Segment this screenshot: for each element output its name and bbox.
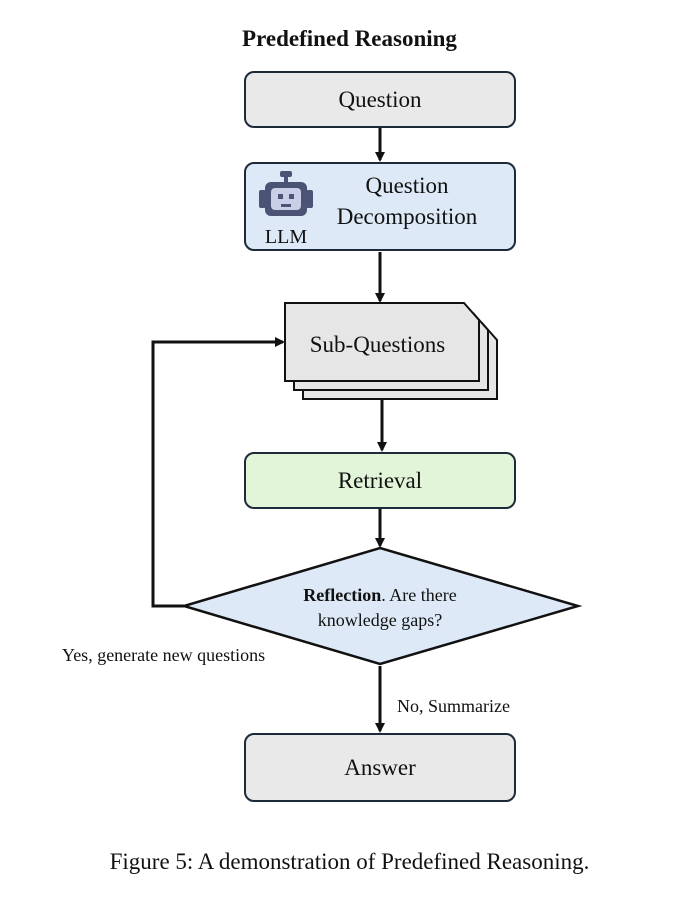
llm-badge: LLM xyxy=(253,168,319,250)
subquestions-sheet-front xyxy=(284,302,480,382)
decomposition-label-line1: Question xyxy=(365,173,449,198)
decomposition-label-line2: Decomposition xyxy=(336,204,478,229)
question-node: Question xyxy=(244,71,516,128)
no-edge-label: No, Summarize xyxy=(397,696,510,716)
arrow-loop-back-to-subquestions xyxy=(151,337,285,608)
figure-caption: Figure 5: A demonstration of Predefined … xyxy=(109,849,590,874)
subquestions-label: Sub-Questions xyxy=(309,332,446,357)
answer-label: Answer xyxy=(344,754,416,780)
answer-node: Answer xyxy=(244,733,516,802)
yes-edge-label: Yes, generate new questions xyxy=(62,645,266,665)
retrieval-node: Retrieval xyxy=(244,452,516,509)
retrieval-label: Retrieval xyxy=(337,467,423,493)
reflection-label-line2: knowledge gaps? xyxy=(317,610,443,630)
robot-icon xyxy=(259,171,313,216)
reflection-label-line1: Reflection. Are there xyxy=(280,585,480,606)
question-label: Question xyxy=(338,86,422,112)
llm-label: LLM xyxy=(264,226,308,248)
reflection-bold-label: Reflection xyxy=(303,585,382,605)
diagram-title: Predefined Reasoning xyxy=(242,26,457,51)
reflection-diamond xyxy=(179,546,583,666)
reflection-rest-label: . Are there xyxy=(381,585,457,605)
